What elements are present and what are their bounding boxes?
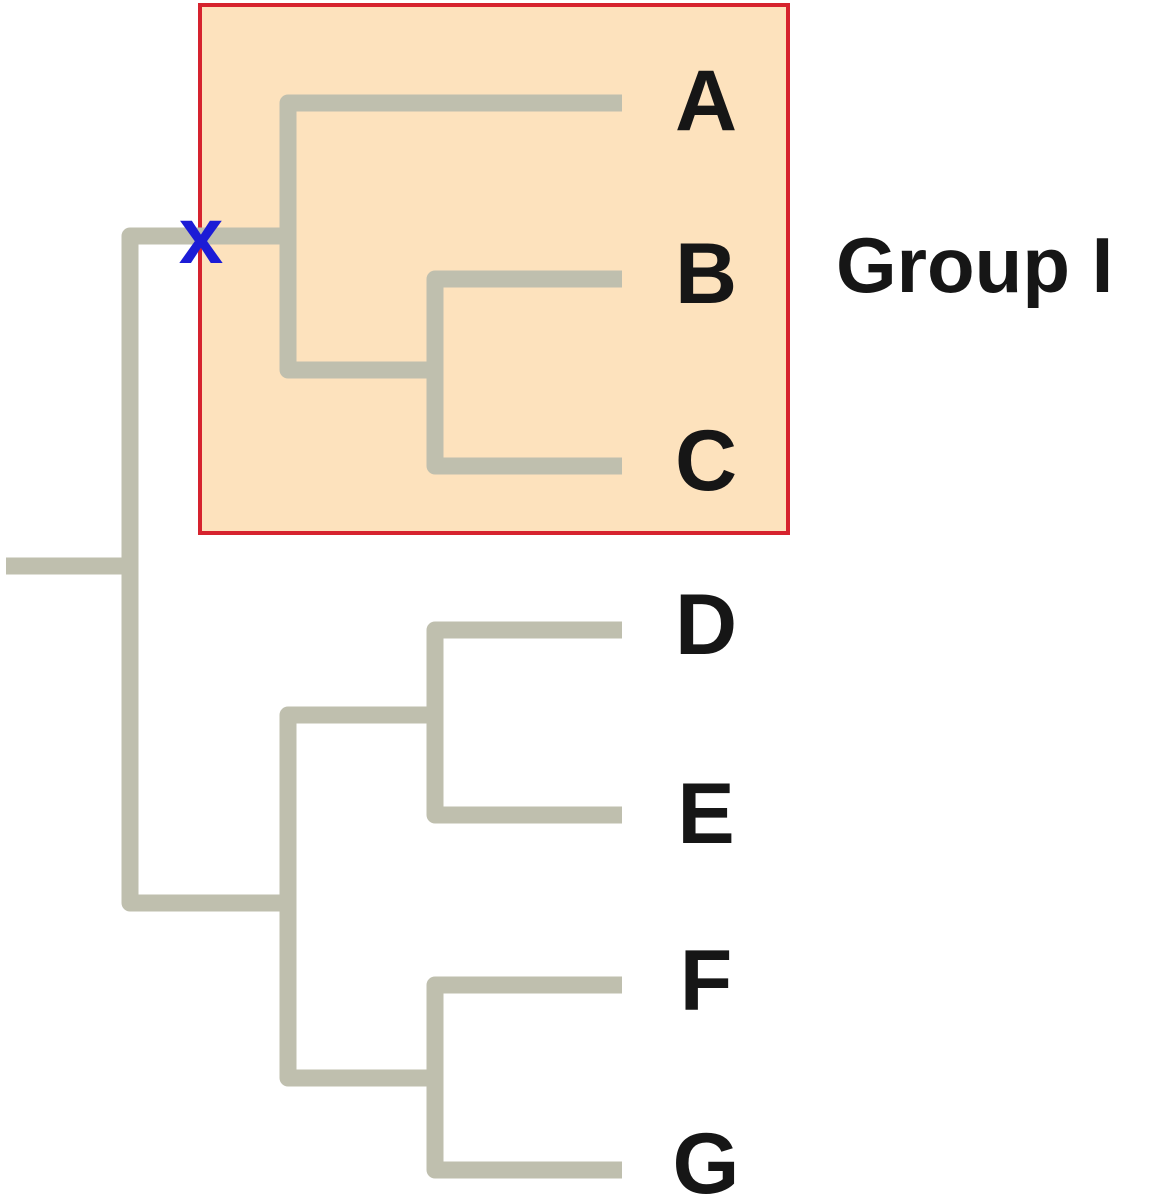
bc-clade-branch: [426, 270, 622, 475]
main-split-branch: [121, 227, 288, 912]
fg-clade-branch: [426, 976, 622, 1179]
defg-clade-branch: [279, 706, 435, 1087]
group-i-box: [198, 3, 790, 535]
taxon-label-b: B: [675, 226, 737, 322]
tree-branches: [6, 94, 622, 1179]
taxon-label-d: D: [675, 577, 737, 673]
taxon-label-f: F: [680, 933, 733, 1029]
x-marker-icon: x: [179, 191, 224, 280]
taxon-label-a: A: [675, 53, 737, 149]
de-clade-branch: [426, 621, 622, 824]
taxon-label-e: E: [677, 766, 734, 862]
group-label: Group I: [836, 221, 1113, 309]
taxon-label-g: G: [673, 1116, 740, 1200]
abc-clade-branch: [279, 94, 622, 379]
taxon-label-c: C: [675, 413, 737, 509]
